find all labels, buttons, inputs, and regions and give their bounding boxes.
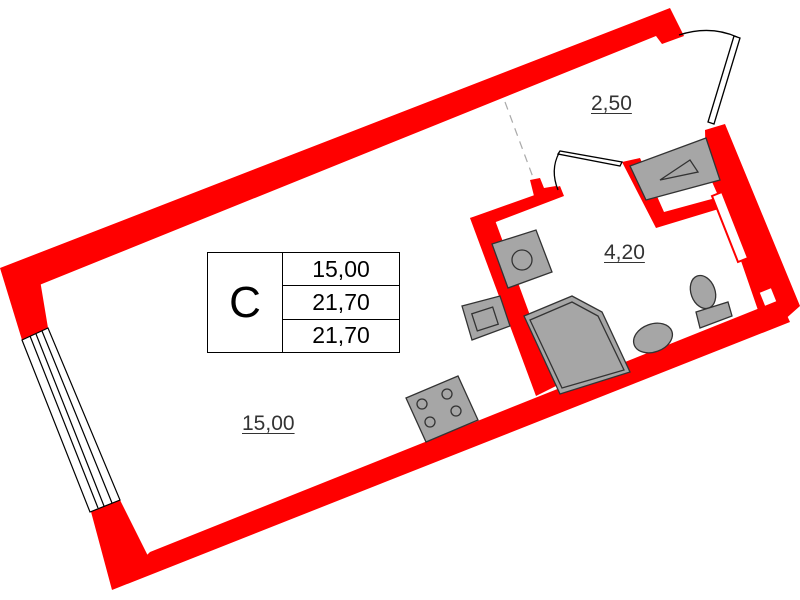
wall-bath-right [705,124,800,322]
shower-tray [523,295,631,395]
wall-left-upper [0,268,48,340]
washing-machine [491,229,553,289]
hanger-icon [659,159,700,181]
apartment-legend: С 15,00 21,70 21,70 [207,252,400,353]
legend-total-area: 21,70 [283,286,399,320]
washing-machine-drum [511,249,533,271]
shaft-2 [710,190,750,264]
kitchen-sink [461,295,511,341]
bathroom-sink [632,322,674,354]
legend-living-area: 15,00 [283,253,399,287]
wardrobe [629,137,721,201]
legend-class: С [208,253,283,352]
wall-top [0,8,684,312]
room-area-hall: 2,50 [591,92,632,115]
legend-total-area-2: 21,70 [312,322,370,349]
wall-bath-left [470,212,556,396]
shaft [759,288,777,306]
stove [405,375,479,443]
window [21,327,121,513]
room-area-bathroom: 4,20 [604,241,645,264]
zone-divider [504,101,535,181]
walls [0,8,800,590]
bathroom-door [553,150,623,191]
entrance-door [678,29,741,125]
toilet-tank [695,301,733,329]
wall-stub [530,178,558,204]
room-area-living: 15,00 [242,412,295,435]
